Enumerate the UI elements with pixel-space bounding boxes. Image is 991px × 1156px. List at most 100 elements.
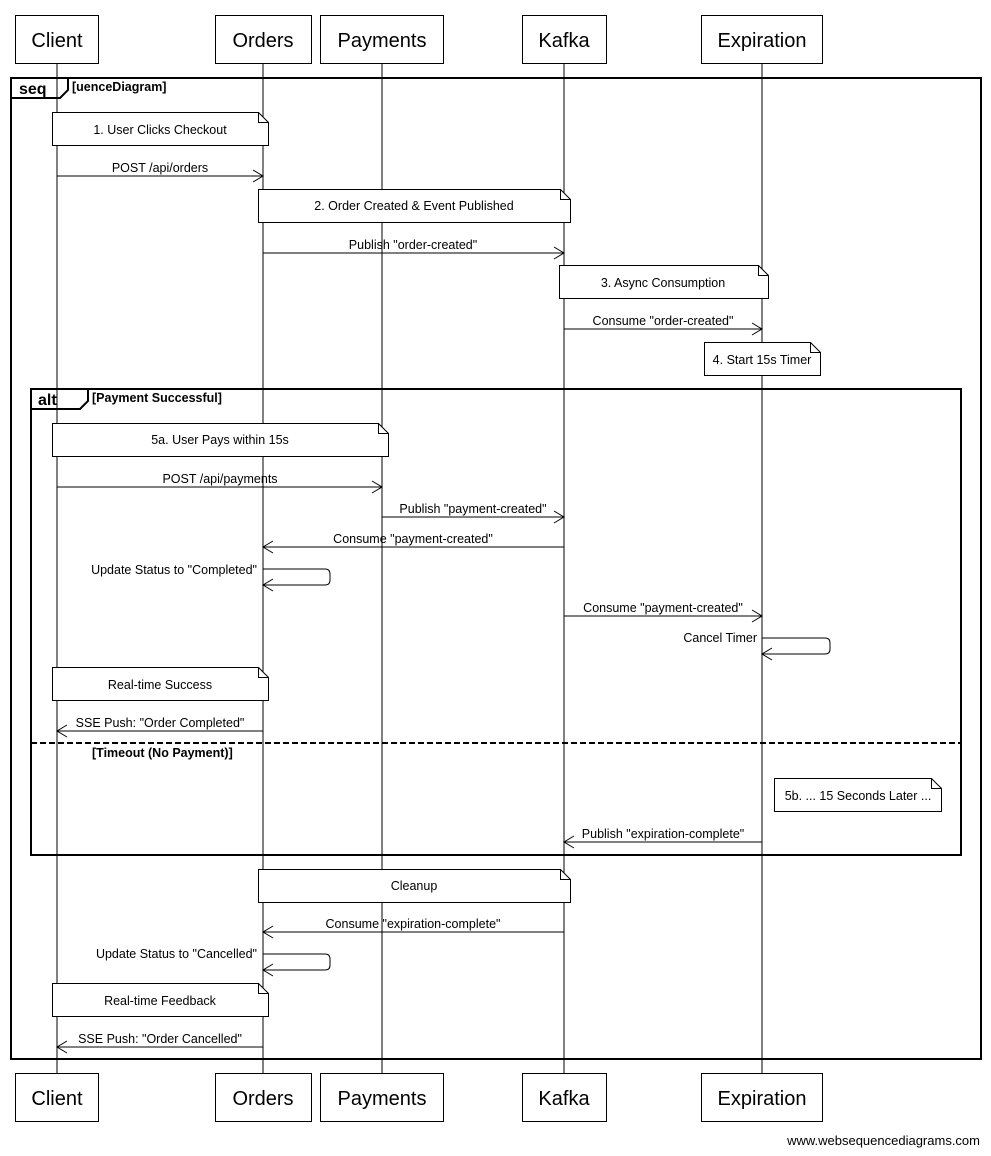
- note-text: 5b. ... 15 Seconds Later ...: [785, 789, 932, 803]
- participant-kafka-bottom: Kafka: [538, 1088, 590, 1110]
- note-order-created: 2. Order Created & Event Published: [258, 189, 571, 223]
- message-consume-expiration-complete: Consume "expiration-complete": [262, 917, 564, 939]
- self-loop: [263, 953, 331, 971]
- arrowhead: [262, 578, 274, 592]
- note-text: 2. Order Created & Event Published: [314, 199, 513, 213]
- arrowhead: [563, 835, 575, 849]
- note-text: 4. Start 15s Timer: [713, 353, 812, 367]
- arrowhead: [751, 322, 763, 336]
- footer-watermark: www.websequencediagrams.com: [786, 1133, 980, 1148]
- note-box: [258, 189, 571, 223]
- participant-payments: Payments: [338, 30, 427, 52]
- participant-box-orders-bottom: [215, 1073, 312, 1122]
- arrowhead: [252, 169, 264, 183]
- message-label: POST /api/payments: [162, 472, 277, 486]
- alt-frame-tab: [31, 389, 89, 410]
- message-label: POST /api/orders: [112, 161, 208, 175]
- note-box: [774, 778, 942, 812]
- message-label: Consume "payment-created": [333, 532, 493, 546]
- participant-orders-bottom: Orders: [232, 1088, 293, 1110]
- message-consume-payment-created-expiration: Consume "payment-created": [564, 601, 763, 623]
- note-user-clicks-checkout: 1. User Clicks Checkout: [52, 112, 269, 146]
- note-fold: [378, 423, 389, 434]
- note-text: 5a. User Pays within 15s: [151, 433, 289, 447]
- participant-box-client-bottom: [15, 1073, 99, 1122]
- note-text: 1. User Clicks Checkout: [93, 123, 227, 137]
- participant-box-expiration-bottom: [701, 1073, 823, 1122]
- message-update-cancelled: Update Status to "Cancelled": [96, 947, 331, 977]
- message-label: Consume "expiration-complete": [326, 917, 501, 931]
- seq-frame-tab: [11, 78, 69, 99]
- participants-top: Client Orders Payments Kafka Expiration: [15, 15, 823, 64]
- participant-box-kafka: [522, 15, 607, 64]
- participant-box-orders: [215, 15, 312, 64]
- message-post-payments: POST /api/payments: [57, 472, 383, 494]
- participant-box-kafka-bottom: [522, 1073, 607, 1122]
- seq-frame: seq [uenceDiagram]: [10, 77, 982, 1060]
- message-update-completed: Update Status to "Completed": [91, 563, 331, 592]
- participant-orders: Orders: [232, 30, 293, 52]
- note-text: Cleanup: [391, 879, 438, 893]
- note-async-consumption: 3. Async Consumption: [559, 265, 769, 299]
- message-cancel-timer: Cancel Timer: [683, 631, 831, 661]
- message-sse-order-completed: SSE Push: "Order Completed": [56, 716, 263, 738]
- message-label: Publish "payment-created": [399, 502, 546, 516]
- participant-box-client: [15, 15, 99, 64]
- participants-bottom: Client Orders Payments Kafka Expiration: [15, 1073, 823, 1122]
- arrowhead: [371, 480, 383, 494]
- message-consume-payment-created-orders: Consume "payment-created": [262, 532, 564, 554]
- note-fold: [258, 112, 269, 123]
- self-loop: [762, 637, 831, 655]
- message-sse-order-cancelled: SSE Push: "Order Cancelled": [56, 1032, 263, 1054]
- message-label: SSE Push: "Order Completed": [76, 716, 245, 730]
- participant-expiration: Expiration: [718, 30, 807, 52]
- seq-frame-border: [10, 77, 982, 1060]
- message-publish-order-created: Publish "order-created": [263, 238, 565, 260]
- message-consume-order-created: Consume "order-created": [564, 314, 763, 336]
- participant-client: Client: [31, 30, 83, 52]
- arrowhead: [262, 925, 274, 939]
- message-label: Update Status to "Cancelled": [96, 947, 257, 961]
- note-fifteen-seconds-later: 5b. ... 15 Seconds Later ...: [774, 778, 942, 812]
- participant-client-bottom: Client: [31, 1088, 83, 1110]
- note-box: [52, 983, 269, 1017]
- arrowhead: [262, 963, 274, 977]
- note-box: [704, 342, 821, 376]
- note-user-pays: 5a. User Pays within 15s: [52, 423, 389, 457]
- alt-frame: alt [Payment Successful] [Timeout (No Pa…: [30, 388, 962, 856]
- seq-frame-tag: seq: [19, 81, 47, 98]
- alt-frame-tag: alt: [38, 392, 57, 409]
- arrowhead: [56, 1040, 68, 1054]
- note-fold: [560, 189, 571, 200]
- note-fold: [258, 667, 269, 678]
- alt-guard-payment-successful: [Payment Successful]: [92, 391, 222, 405]
- note-fold: [931, 778, 942, 789]
- alt-frame-border: [30, 388, 962, 856]
- note-realtime-feedback: Real-time Feedback: [52, 983, 269, 1017]
- message-label: Publish "expiration-complete": [582, 827, 744, 841]
- note-fold: [758, 265, 769, 276]
- self-loop: [263, 568, 331, 586]
- lifelines: [56, 64, 763, 1073]
- message-label: SSE Push: "Order Cancelled": [78, 1032, 242, 1046]
- seq-frame-label: [uenceDiagram]: [72, 80, 166, 94]
- note-fold: [810, 342, 821, 353]
- arrowhead: [262, 540, 274, 554]
- note-cleanup: Cleanup: [258, 869, 571, 903]
- note-box: [52, 112, 269, 146]
- participant-box-payments: [320, 15, 444, 64]
- message-publish-payment-created: Publish "payment-created": [382, 502, 565, 524]
- arrowhead: [56, 724, 68, 738]
- note-text: Real-time Success: [108, 678, 212, 692]
- note-text: 3. Async Consumption: [601, 276, 725, 290]
- note-box: [52, 667, 269, 701]
- note-box: [258, 869, 571, 903]
- message-label: Consume "order-created": [593, 314, 734, 328]
- message-label: Cancel Timer: [683, 631, 757, 645]
- arrowhead: [751, 609, 763, 623]
- participant-box-expiration: [701, 15, 823, 64]
- alt-guard-timeout: [Timeout (No Payment)]: [92, 746, 233, 760]
- participant-payments-bottom: Payments: [338, 1088, 427, 1110]
- message-label: Consume "payment-created": [583, 601, 743, 615]
